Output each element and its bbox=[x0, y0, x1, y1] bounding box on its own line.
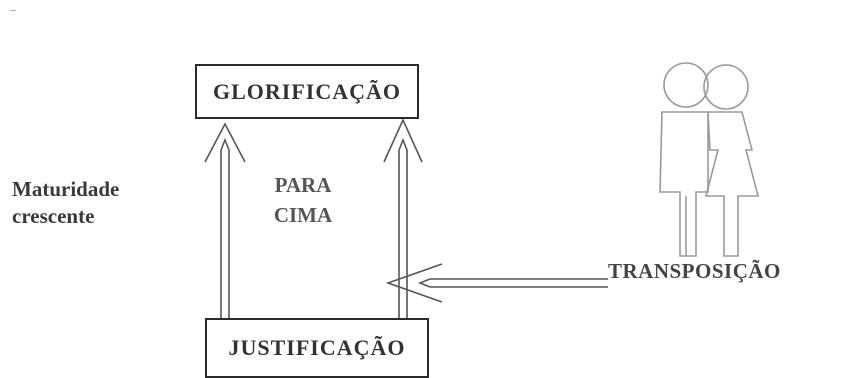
justificacao-label: JUSTIFICAÇÃO bbox=[228, 335, 406, 360]
hollow-left-arrow-icon bbox=[385, 263, 608, 303]
transposicao-label: TRANSPOSIÇÃO bbox=[608, 259, 781, 283]
diagram-lines bbox=[204, 62, 760, 318]
corner-mark: – bbox=[10, 2, 16, 16]
maturidade-crescente-label: Maturidade crescente bbox=[12, 176, 119, 230]
para-cima-label: PARA CIMA bbox=[262, 170, 344, 230]
glorificacao-box: GLORIFICAÇÃO bbox=[195, 64, 419, 119]
glorificacao-label: GLORIFICAÇÃO bbox=[212, 78, 401, 104]
couple-silhouette-icon bbox=[659, 62, 760, 257]
para-line: PARA bbox=[274, 173, 332, 197]
maturidade-line: Maturidade bbox=[12, 177, 120, 201]
diagram-canvas: – bbox=[10, 2, 781, 378]
hollow-up-arrow-icon bbox=[204, 122, 246, 318]
crescente-line: crescente bbox=[12, 204, 95, 228]
cima-line: CIMA bbox=[273, 203, 333, 227]
justificacao-box: JUSTIFICAÇÃO bbox=[205, 318, 429, 378]
